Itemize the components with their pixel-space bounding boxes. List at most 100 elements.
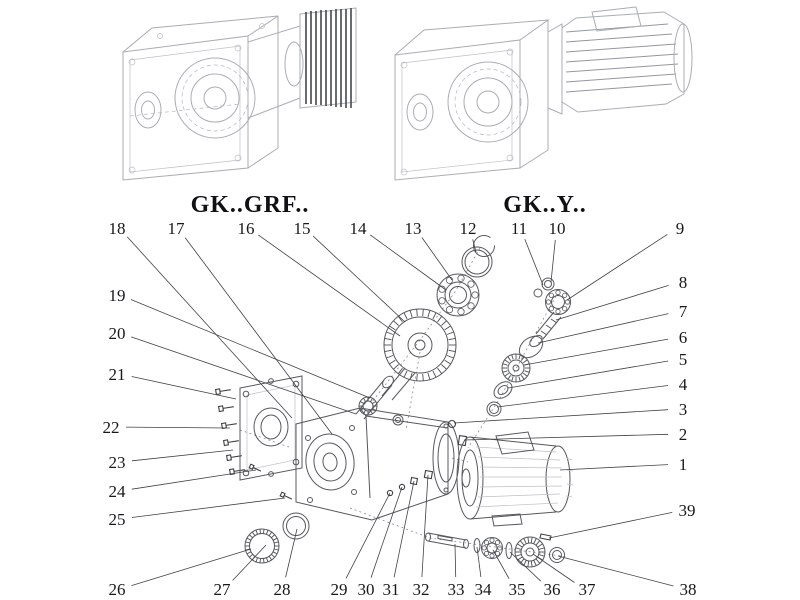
part-number-11: 11 bbox=[511, 219, 527, 238]
part-number-18: 18 bbox=[109, 219, 126, 238]
callout-34: 34 bbox=[475, 546, 492, 599]
callout-16: 16 bbox=[238, 219, 401, 337]
callout-26: 26 bbox=[109, 548, 252, 599]
callout-25: 25 bbox=[109, 497, 286, 529]
leader-line-11 bbox=[524, 238, 544, 286]
leader-line-38 bbox=[557, 555, 674, 587]
part-number-12: 12 bbox=[460, 219, 477, 238]
callout-10: 10 bbox=[549, 219, 566, 283]
callout-24: 24 bbox=[109, 469, 257, 501]
leader-line-14 bbox=[370, 234, 447, 291]
callout-28: 28 bbox=[274, 528, 298, 599]
callout-23: 23 bbox=[109, 449, 234, 472]
leader-line-6 bbox=[523, 338, 669, 366]
callout-15: 15 bbox=[294, 219, 406, 323]
leader-line-34 bbox=[476, 546, 482, 578]
leader-line-9 bbox=[566, 234, 668, 301]
part-number-24: 24 bbox=[109, 482, 127, 501]
part-number-21: 21 bbox=[109, 365, 126, 384]
callout-29: 29 bbox=[331, 492, 391, 599]
flange-bolts bbox=[214, 388, 245, 476]
electric-motor bbox=[456, 431, 574, 527]
part-number-4: 4 bbox=[679, 375, 688, 394]
part-number-14: 14 bbox=[350, 219, 368, 238]
part-number-30: 30 bbox=[358, 580, 375, 599]
leader-line-13 bbox=[421, 237, 453, 281]
leader-line-5 bbox=[507, 360, 669, 389]
part-number-6: 6 bbox=[679, 328, 688, 347]
callout-35: 35 bbox=[492, 549, 526, 599]
part-number-2: 2 bbox=[679, 425, 688, 444]
part-number-20: 20 bbox=[109, 324, 126, 343]
part-number-31: 31 bbox=[383, 580, 400, 599]
callout-3: 3 bbox=[453, 400, 688, 424]
leader-line-21 bbox=[131, 376, 237, 400]
callout-1: 1 bbox=[559, 455, 688, 474]
part-number-1: 1 bbox=[679, 455, 688, 474]
callout-4: 4 bbox=[496, 375, 688, 408]
callout-8: 8 bbox=[555, 273, 687, 321]
output-shaft-assembly bbox=[425, 532, 565, 568]
leader-line-37 bbox=[532, 553, 575, 583]
callout-12: 12 bbox=[460, 219, 477, 253]
part-number-29: 29 bbox=[331, 580, 348, 599]
callout-13: 13 bbox=[405, 219, 453, 281]
leader-line-20 bbox=[131, 336, 357, 415]
callout-9: 9 bbox=[566, 219, 685, 301]
leader-line-33 bbox=[454, 543, 457, 578]
part-number-23: 23 bbox=[109, 453, 126, 472]
callout-37: 37 bbox=[532, 553, 596, 599]
leader-line-27 bbox=[232, 544, 267, 581]
callout-33: 33 bbox=[448, 543, 465, 599]
callout-18: 18 bbox=[109, 219, 293, 419]
leader-line-36 bbox=[509, 551, 541, 582]
callout-2: 2 bbox=[463, 425, 688, 444]
part-number-36: 36 bbox=[544, 580, 561, 599]
leader-line-12 bbox=[472, 239, 477, 253]
leader-line-15 bbox=[312, 235, 406, 323]
motor-mount-hardware bbox=[386, 469, 434, 497]
part-number-19: 19 bbox=[109, 286, 126, 305]
leader-line-35 bbox=[492, 549, 510, 579]
callout-38: 38 bbox=[557, 555, 697, 599]
bearing-cover-rings bbox=[244, 463, 310, 564]
part-number-9: 9 bbox=[676, 219, 685, 238]
part-number-17: 17 bbox=[168, 219, 186, 238]
leader-line-26 bbox=[131, 548, 252, 586]
part-number-33: 33 bbox=[448, 580, 465, 599]
part-number-28: 28 bbox=[274, 580, 291, 599]
gear-housing bbox=[295, 407, 468, 521]
gearbox-y-drawing bbox=[394, 6, 693, 181]
part-number-27: 27 bbox=[214, 580, 232, 599]
mounting-flange-plate bbox=[239, 375, 303, 481]
part-number-38: 38 bbox=[680, 580, 697, 599]
callout-27: 27 bbox=[214, 544, 267, 599]
callout-17: 17 bbox=[168, 219, 333, 435]
part-number-3: 3 bbox=[679, 400, 688, 419]
callout-22: 22 bbox=[103, 418, 231, 437]
large-helical-gear bbox=[381, 308, 457, 401]
leader-line-28 bbox=[285, 528, 298, 578]
motor-cooling-fins bbox=[565, 23, 679, 93]
leader-line-3 bbox=[453, 409, 669, 424]
part-number-22: 22 bbox=[103, 418, 120, 437]
part-number-32: 32 bbox=[413, 580, 430, 599]
callout-36: 36 bbox=[509, 551, 561, 599]
leader-line-25 bbox=[131, 497, 286, 518]
callout-11: 11 bbox=[511, 219, 544, 286]
callout-32: 32 bbox=[413, 474, 430, 599]
leader-line-32 bbox=[421, 474, 429, 578]
leader-line-17 bbox=[184, 237, 333, 435]
callout-7: 7 bbox=[537, 302, 688, 344]
callout-6: 6 bbox=[523, 328, 688, 366]
leader-line-22 bbox=[125, 426, 231, 429]
callout-20: 20 bbox=[109, 324, 357, 415]
callout-39: 39 bbox=[548, 501, 696, 539]
leader-line-18 bbox=[126, 236, 293, 419]
part-number-16: 16 bbox=[238, 219, 255, 238]
part-number-15: 15 bbox=[294, 219, 311, 238]
leader-line-31 bbox=[393, 480, 415, 578]
leader-line-23 bbox=[131, 449, 234, 462]
